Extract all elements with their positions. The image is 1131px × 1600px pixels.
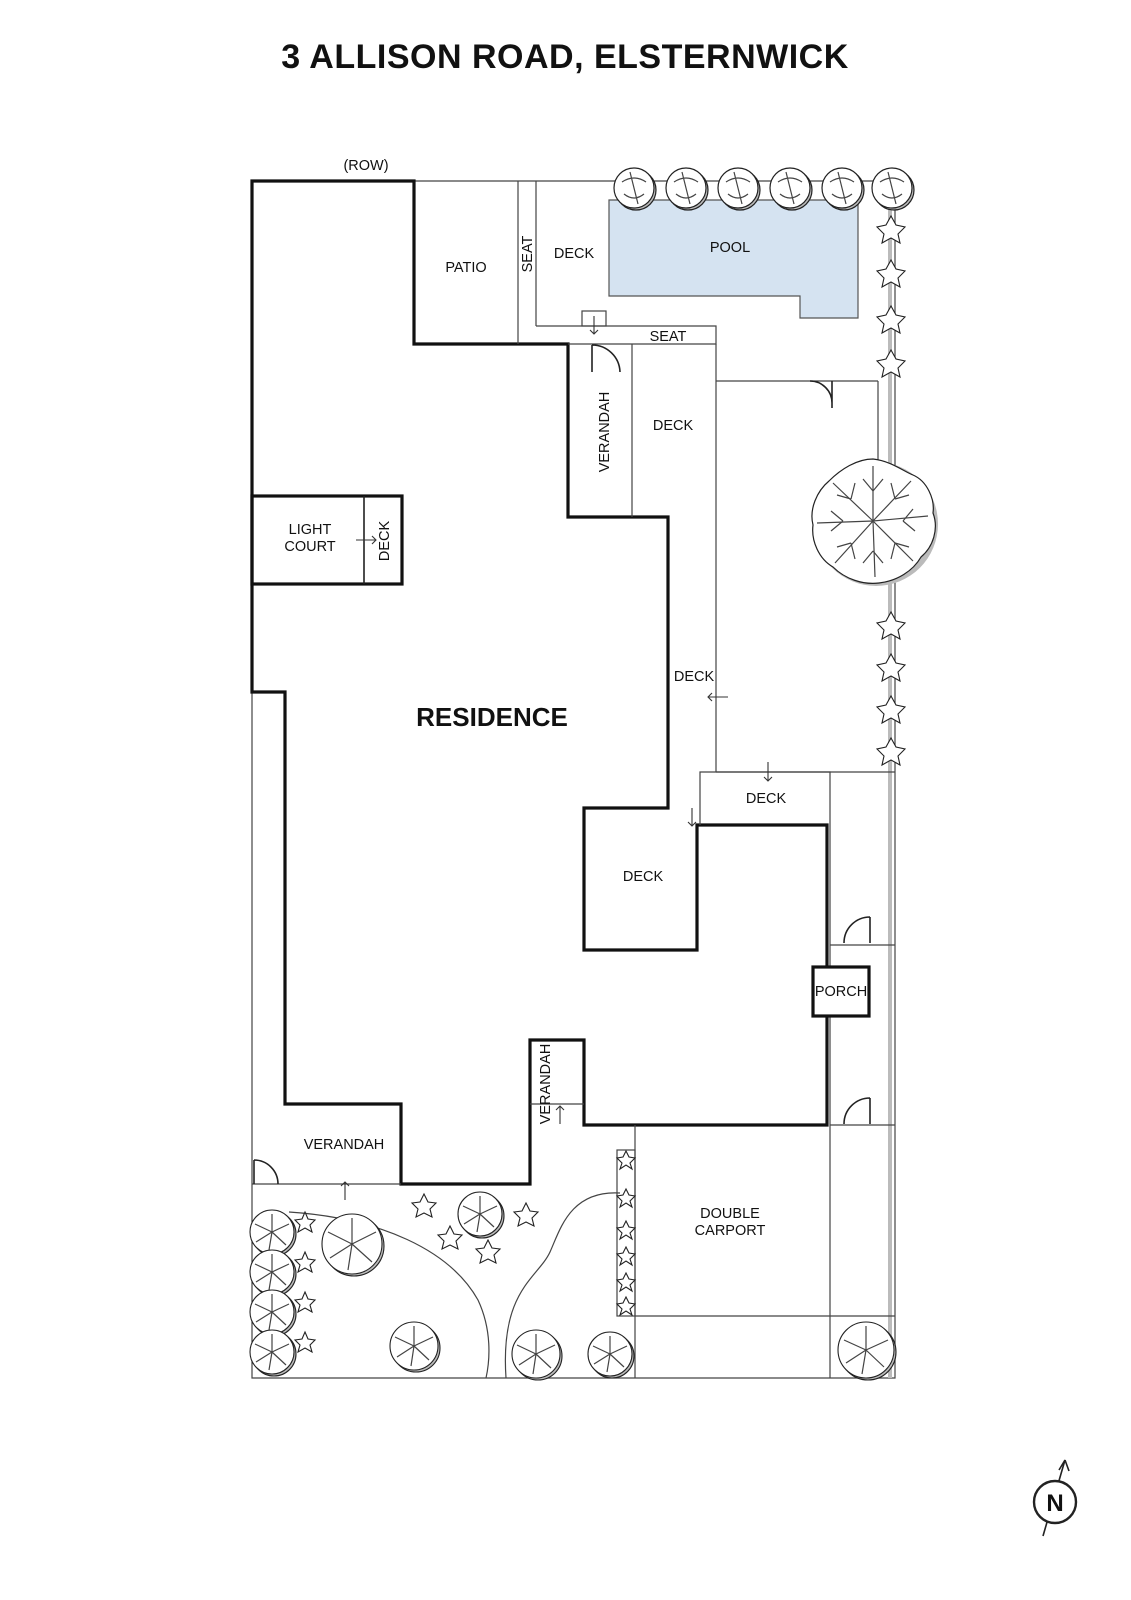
verandah-upper-label: VERANDAH xyxy=(597,392,613,473)
seat-horizontal-label: SEAT xyxy=(650,329,687,345)
carport-label-1: DOUBLE xyxy=(700,1206,760,1222)
lot-boundary xyxy=(251,180,896,1379)
seat-vertical-label: SEAT xyxy=(520,235,536,272)
outdoor-structures xyxy=(252,181,895,1378)
light-court-label-2: COURT xyxy=(284,539,335,555)
door-swing-icon xyxy=(253,310,871,1185)
deck-light-court-label: DECK xyxy=(377,521,393,562)
row-label: (ROW) xyxy=(343,158,388,174)
patio-label: PATIO xyxy=(445,260,486,276)
deck-upper-mid-label: DECK xyxy=(653,418,694,434)
residence-label: RESIDENCE xyxy=(416,702,568,732)
north-label: N xyxy=(1046,1490,1063,1517)
tree-icon xyxy=(613,167,915,211)
pool xyxy=(608,199,859,319)
shrub-icon xyxy=(293,1149,637,1354)
porch-label: PORCH xyxy=(815,984,867,1000)
light-court-label-1: LIGHT xyxy=(289,522,332,538)
shrub-icon xyxy=(875,214,907,767)
north-arrow-icon: N xyxy=(1032,1459,1078,1537)
residence-outline xyxy=(250,179,829,1186)
verandah-lower-label: VERANDAH xyxy=(304,1137,385,1153)
tree-icon xyxy=(811,458,938,586)
plan-title: 3 ALLISON ROAD, ELSTERNWICK xyxy=(281,38,849,76)
step-arrows xyxy=(340,316,773,1200)
room-labels: (ROW) PATIO SEAT DECK POOL SEAT VERANDAH… xyxy=(284,158,867,1239)
verandah-small-label: VERANDAH xyxy=(538,1044,554,1125)
deck-side-label: DECK xyxy=(674,669,715,685)
deck-east-label: DECK xyxy=(746,791,787,807)
pool-label: POOL xyxy=(710,240,750,256)
deck-south-label: DECK xyxy=(623,869,664,885)
deck-top-label: DECK xyxy=(554,246,595,262)
carport-label-2: CARPORT xyxy=(695,1223,766,1239)
tree-icon xyxy=(249,1191,897,1381)
